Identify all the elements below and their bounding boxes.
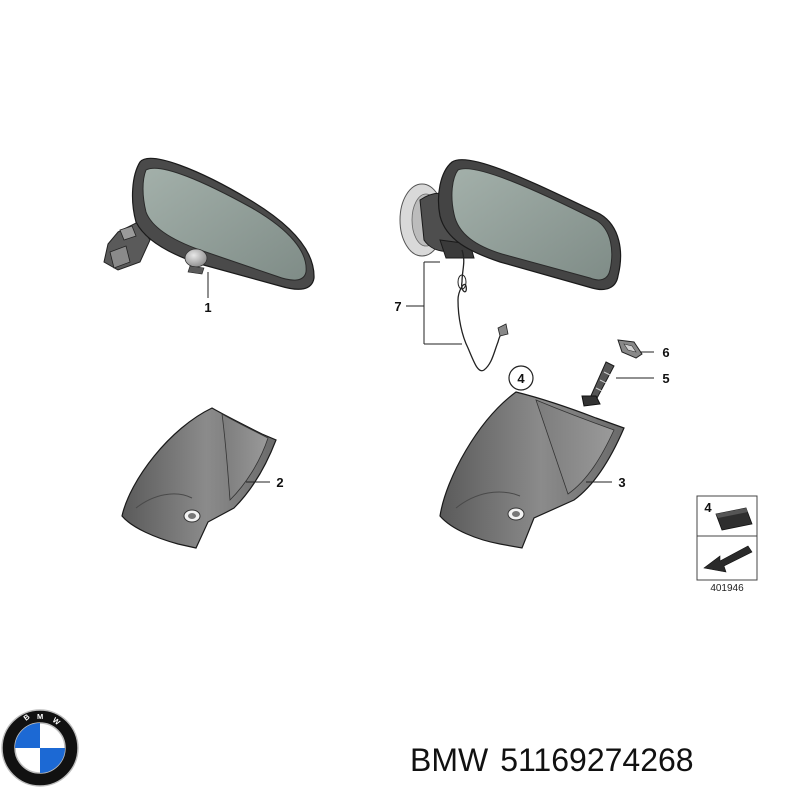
cover-part-2 <box>121 407 277 549</box>
caption-part-number: 51169274268 <box>500 742 694 778</box>
callout-4: 4 <box>517 371 525 386</box>
svg-text:W: W <box>51 715 63 727</box>
part-caption: BMW 51169274268 <box>410 742 694 779</box>
callout-5: 5 <box>662 371 669 386</box>
bmw-logo: B M W <box>1 709 79 787</box>
mirror-part-7 <box>399 159 622 291</box>
callout-1: 1 <box>204 300 211 315</box>
arrow-icon <box>703 545 753 573</box>
mirror-part-1 <box>103 157 315 290</box>
callout-3: 3 <box>618 475 625 490</box>
callout-2: 2 <box>276 475 283 490</box>
screw-part-5 <box>581 361 615 407</box>
svg-text:M: M <box>37 712 44 721</box>
clip-part-6 <box>617 339 643 359</box>
cable-part-7 <box>457 249 507 372</box>
leader-line-7 <box>406 261 462 345</box>
caption-brand: BMW <box>410 742 489 778</box>
legend-box: 4 401946 <box>696 495 758 594</box>
catalog-number: 401946 <box>710 583 744 594</box>
legend-item-number: 4 <box>704 500 712 515</box>
cover-part-3 <box>439 391 625 549</box>
callout-7: 7 <box>394 299 401 314</box>
svg-text:B: B <box>22 712 32 723</box>
callout-6: 6 <box>662 345 669 360</box>
callout-4-circle <box>508 365 534 391</box>
